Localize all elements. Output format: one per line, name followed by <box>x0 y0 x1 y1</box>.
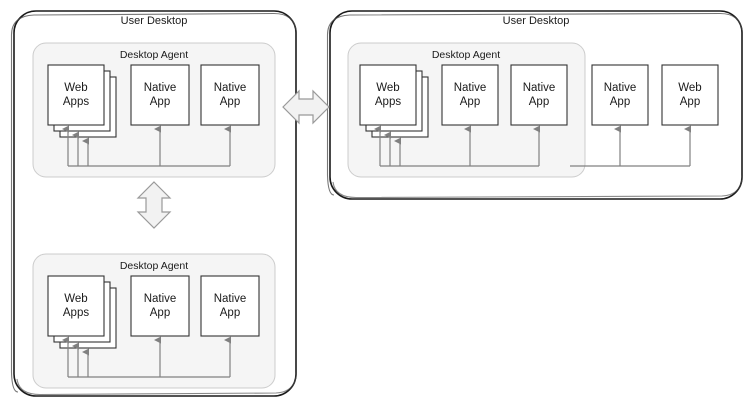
panel-border-sketch-2 <box>16 371 298 396</box>
app-label-line1: Web <box>64 293 88 305</box>
app-label-line2: Apps <box>62 307 90 319</box>
agent-left-bottom[interactable] <box>32 253 276 389</box>
app-label-line1: Native <box>453 82 487 94</box>
vertical-bidirectional-connector[interactable] <box>136 181 172 229</box>
app-label-native-app-1: Native App <box>131 65 189 125</box>
native-app-box-2[interactable] <box>510 64 568 126</box>
app-label-line2: App <box>459 96 481 108</box>
app-label-web-apps: Web Apps <box>360 65 416 125</box>
native-app-box-2[interactable] <box>200 275 260 337</box>
app-label-line2: App <box>149 96 171 108</box>
native-app-box-1[interactable] <box>130 64 190 126</box>
app-label-native-app-2: Native App <box>511 65 567 125</box>
app-label-web-apps: Web Apps <box>48 65 104 125</box>
web-app-stack-front[interactable] <box>359 64 417 126</box>
app-label-external-web-app: Web App <box>662 65 718 125</box>
external-native-app-box[interactable] <box>591 64 649 126</box>
app-label-line1: Web <box>64 82 88 94</box>
web-app-stack-front[interactable] <box>47 275 105 337</box>
external-apps-right[interactable] <box>570 64 719 167</box>
app-label-native-app-1: Native App <box>131 276 189 336</box>
double-arrow-icon <box>136 181 172 229</box>
external-connection-arrows <box>570 125 691 167</box>
agent-connection-arrows <box>62 336 231 378</box>
app-label-line1: Native <box>143 82 177 94</box>
app-label-line1: Web <box>678 82 702 94</box>
panel-border-sketch-1 <box>10 12 298 393</box>
app-label-line2: App <box>219 96 241 108</box>
panel-border-sketch-2 <box>332 174 744 199</box>
app-label-line2: App <box>679 96 701 108</box>
agent-right[interactable] <box>347 42 586 178</box>
app-label-line2: Apps <box>62 96 90 108</box>
agent-connection-arrows <box>62 125 231 167</box>
app-label-line2: App <box>528 96 550 108</box>
agent-left-top[interactable] <box>32 42 276 178</box>
app-label-line2: App <box>149 307 171 319</box>
app-label-line1: Web <box>376 82 400 94</box>
native-app-box-2[interactable] <box>200 64 260 126</box>
app-label-line1: Native <box>522 82 556 94</box>
web-app-stack-front[interactable] <box>47 64 105 126</box>
double-arrow-icon <box>282 89 330 125</box>
app-label-line2: App <box>219 307 241 319</box>
app-label-line1: Native <box>213 82 247 94</box>
app-label-line1: Native <box>603 82 637 94</box>
app-label-line1: Native <box>143 293 177 305</box>
app-label-native-app-2: Native App <box>201 65 259 125</box>
app-label-native-app-2: Native App <box>201 276 259 336</box>
native-app-box-1[interactable] <box>130 275 190 337</box>
native-app-box-1[interactable] <box>441 64 499 126</box>
app-label-native-app-1: Native App <box>442 65 498 125</box>
app-label-external-native-app: Native App <box>592 65 648 125</box>
panel-border-sketch-1 <box>326 12 744 196</box>
app-label-line1: Native <box>213 293 247 305</box>
horizontal-bidirectional-connector[interactable] <box>282 89 330 125</box>
app-label-line2: App <box>609 96 631 108</box>
external-web-app-box[interactable] <box>661 64 719 126</box>
app-label-web-apps: Web Apps <box>48 276 104 336</box>
app-label-line2: Apps <box>374 96 402 108</box>
agent-connection-arrows <box>374 125 540 167</box>
